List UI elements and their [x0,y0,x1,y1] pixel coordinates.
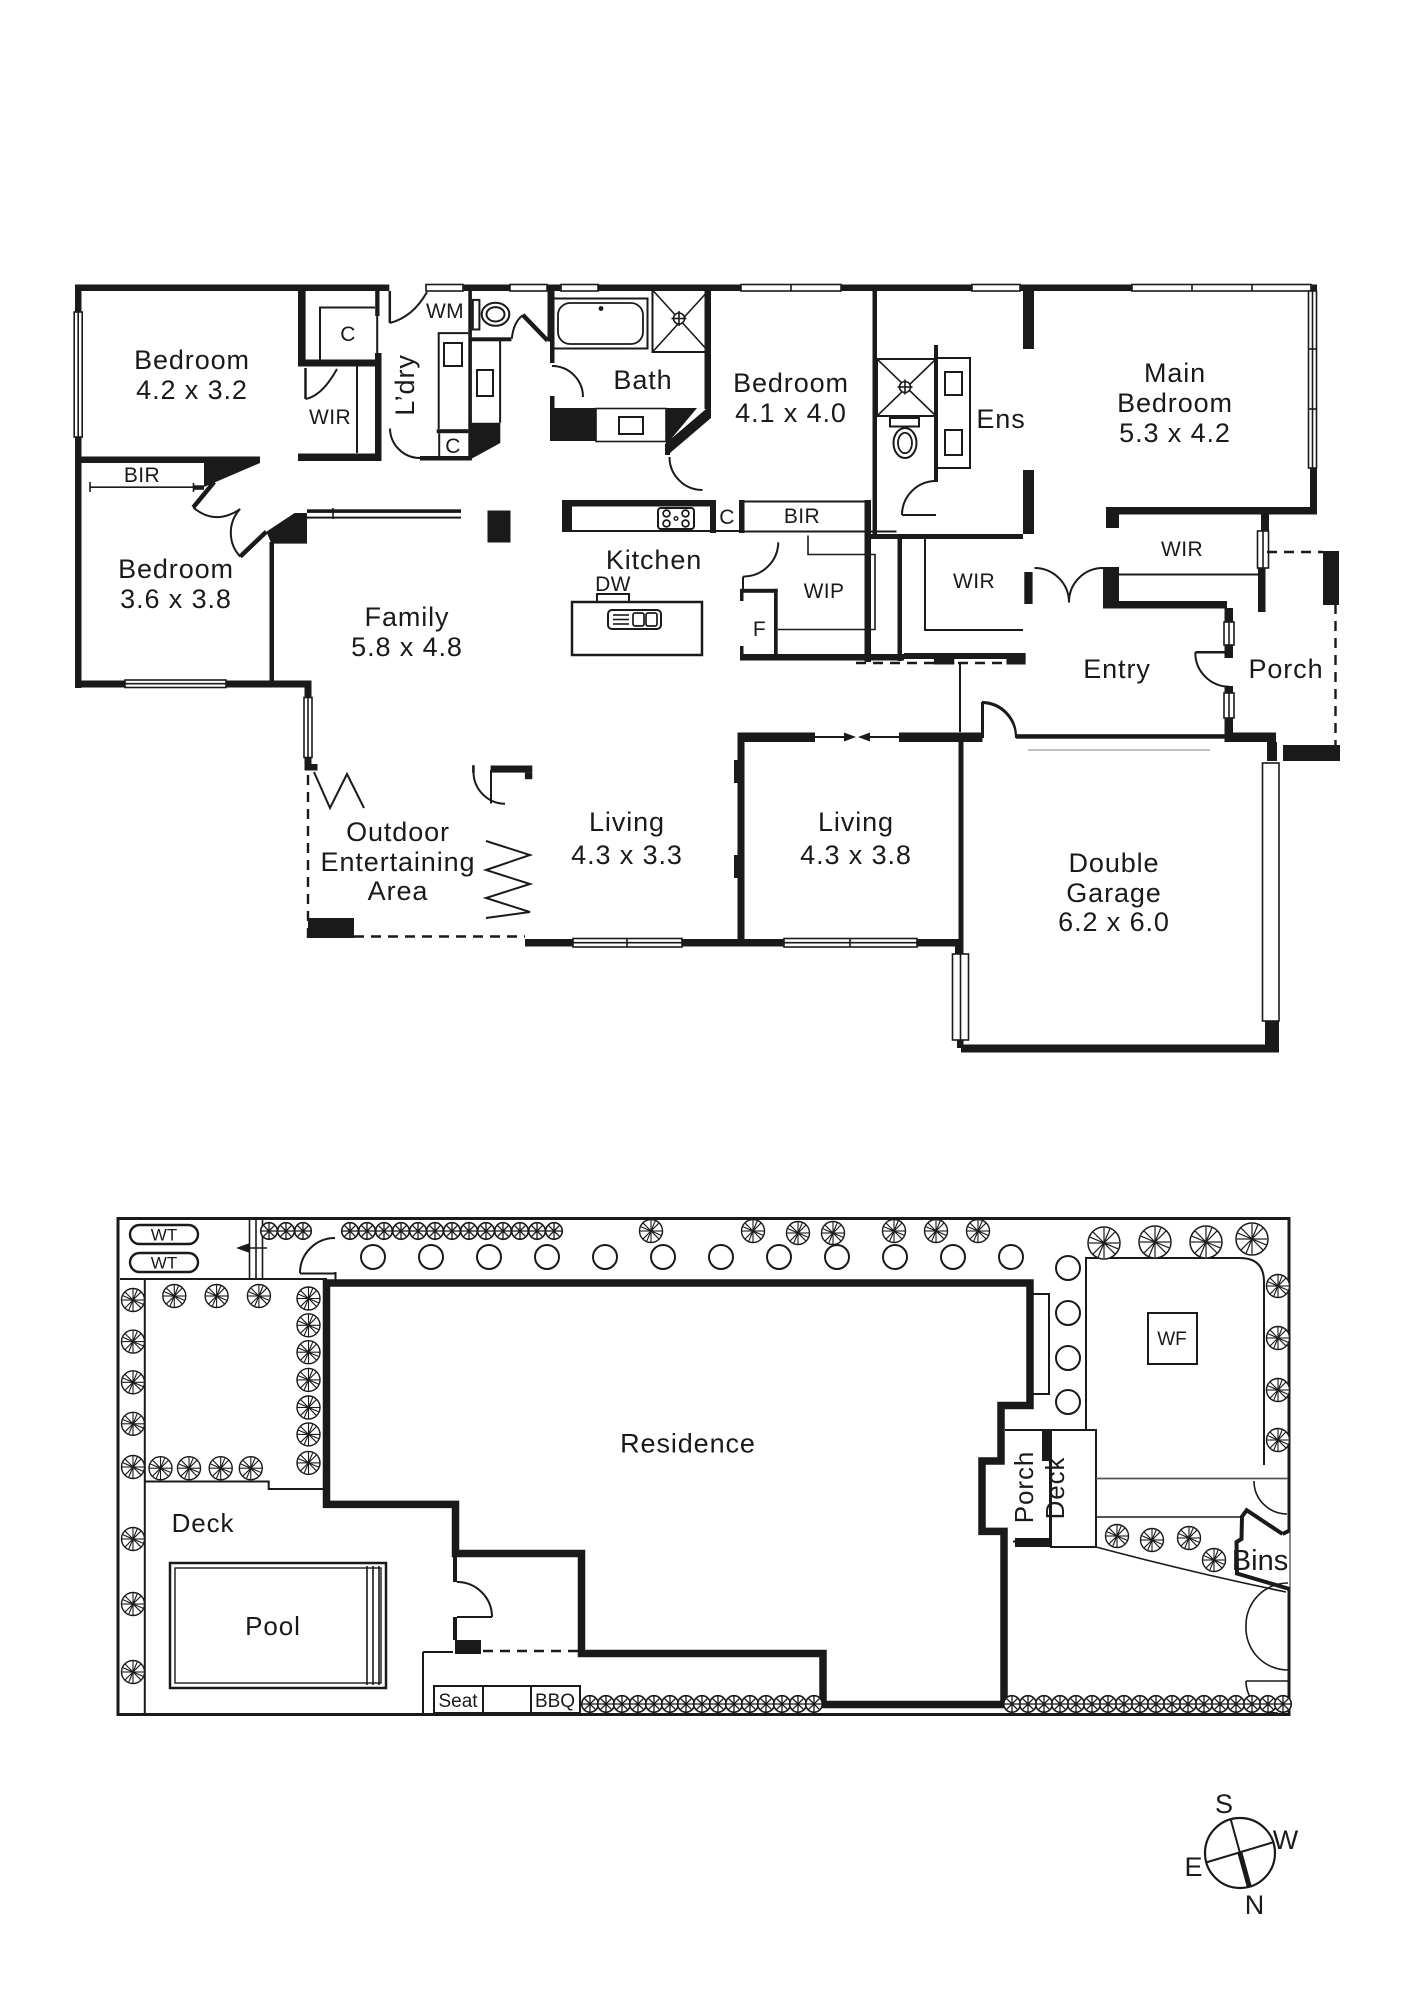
svg-text:4.1 x 4.0: 4.1 x 4.0 [735,398,847,428]
svg-text:Living: Living [818,807,894,837]
svg-text:WIR: WIR [1161,538,1203,561]
svg-text:WM: WM [426,300,464,323]
svg-text:Living: Living [589,807,665,837]
svg-text:WF: WF [1157,1329,1187,1350]
svg-text:W: W [1273,1825,1299,1855]
svg-text:S: S [1215,1789,1234,1819]
svg-text:Ens: Ens [976,404,1025,434]
svg-text:C: C [719,506,735,529]
svg-text:L’dry: L’dry [390,354,420,416]
svg-text:Deck: Deck [1040,1456,1070,1519]
svg-text:WIR: WIR [953,570,995,593]
svg-text:Outdoor: Outdoor [346,817,450,847]
svg-text:Bedroom: Bedroom [1117,388,1233,418]
svg-text:WT: WT [151,1226,177,1245]
svg-text:N: N [1245,1890,1265,1920]
svg-text:5.8 x 4.8: 5.8 x 4.8 [351,632,463,662]
svg-text:Seat: Seat [438,1691,478,1712]
svg-text:4.3 x 3.8: 4.3 x 3.8 [800,840,912,870]
svg-text:3.6 x 3.8: 3.6 x 3.8 [120,584,232,614]
svg-text:Entertaining: Entertaining [321,847,476,877]
svg-text:WT: WT [151,1254,177,1273]
svg-text:C: C [340,323,356,346]
svg-text:Porch: Porch [1009,1451,1039,1523]
svg-text:BBQ: BBQ [535,1691,575,1712]
svg-text:Double: Double [1069,848,1160,878]
svg-text:Bath: Bath [613,365,672,395]
svg-text:C: C [445,435,461,458]
svg-text:Area: Area [368,876,429,906]
svg-text:BIR: BIR [124,464,160,487]
svg-text:Entry: Entry [1083,654,1151,684]
svg-text:Porch: Porch [1248,654,1323,684]
svg-text:6.2 x 6.0: 6.2 x 6.0 [1058,907,1170,937]
svg-text:WIR: WIR [309,406,351,429]
svg-text:Garage: Garage [1066,878,1161,908]
svg-text:Residence: Residence [620,1429,756,1459]
svg-text:Kitchen: Kitchen [606,545,702,575]
svg-text:Bedroom: Bedroom [118,554,234,584]
svg-text:Deck: Deck [172,1508,235,1538]
svg-text:Bins: Bins [1232,1545,1288,1577]
svg-text:Main: Main [1144,358,1206,388]
svg-text:BIR: BIR [784,505,820,528]
svg-text:4.2 x 3.2: 4.2 x 3.2 [136,375,248,405]
svg-text:Bedroom: Bedroom [134,345,250,375]
svg-text:DW: DW [595,573,631,596]
svg-text:F: F [753,618,766,641]
svg-text:4.3 x 3.3: 4.3 x 3.3 [571,840,683,870]
svg-text:Family: Family [365,602,450,632]
svg-text:5.3 x 4.2: 5.3 x 4.2 [1119,418,1231,448]
svg-text:E: E [1185,1852,1204,1882]
svg-text:WIP: WIP [804,580,845,603]
svg-text:Pool: Pool [245,1611,301,1641]
svg-text:Bedroom: Bedroom [733,368,849,398]
